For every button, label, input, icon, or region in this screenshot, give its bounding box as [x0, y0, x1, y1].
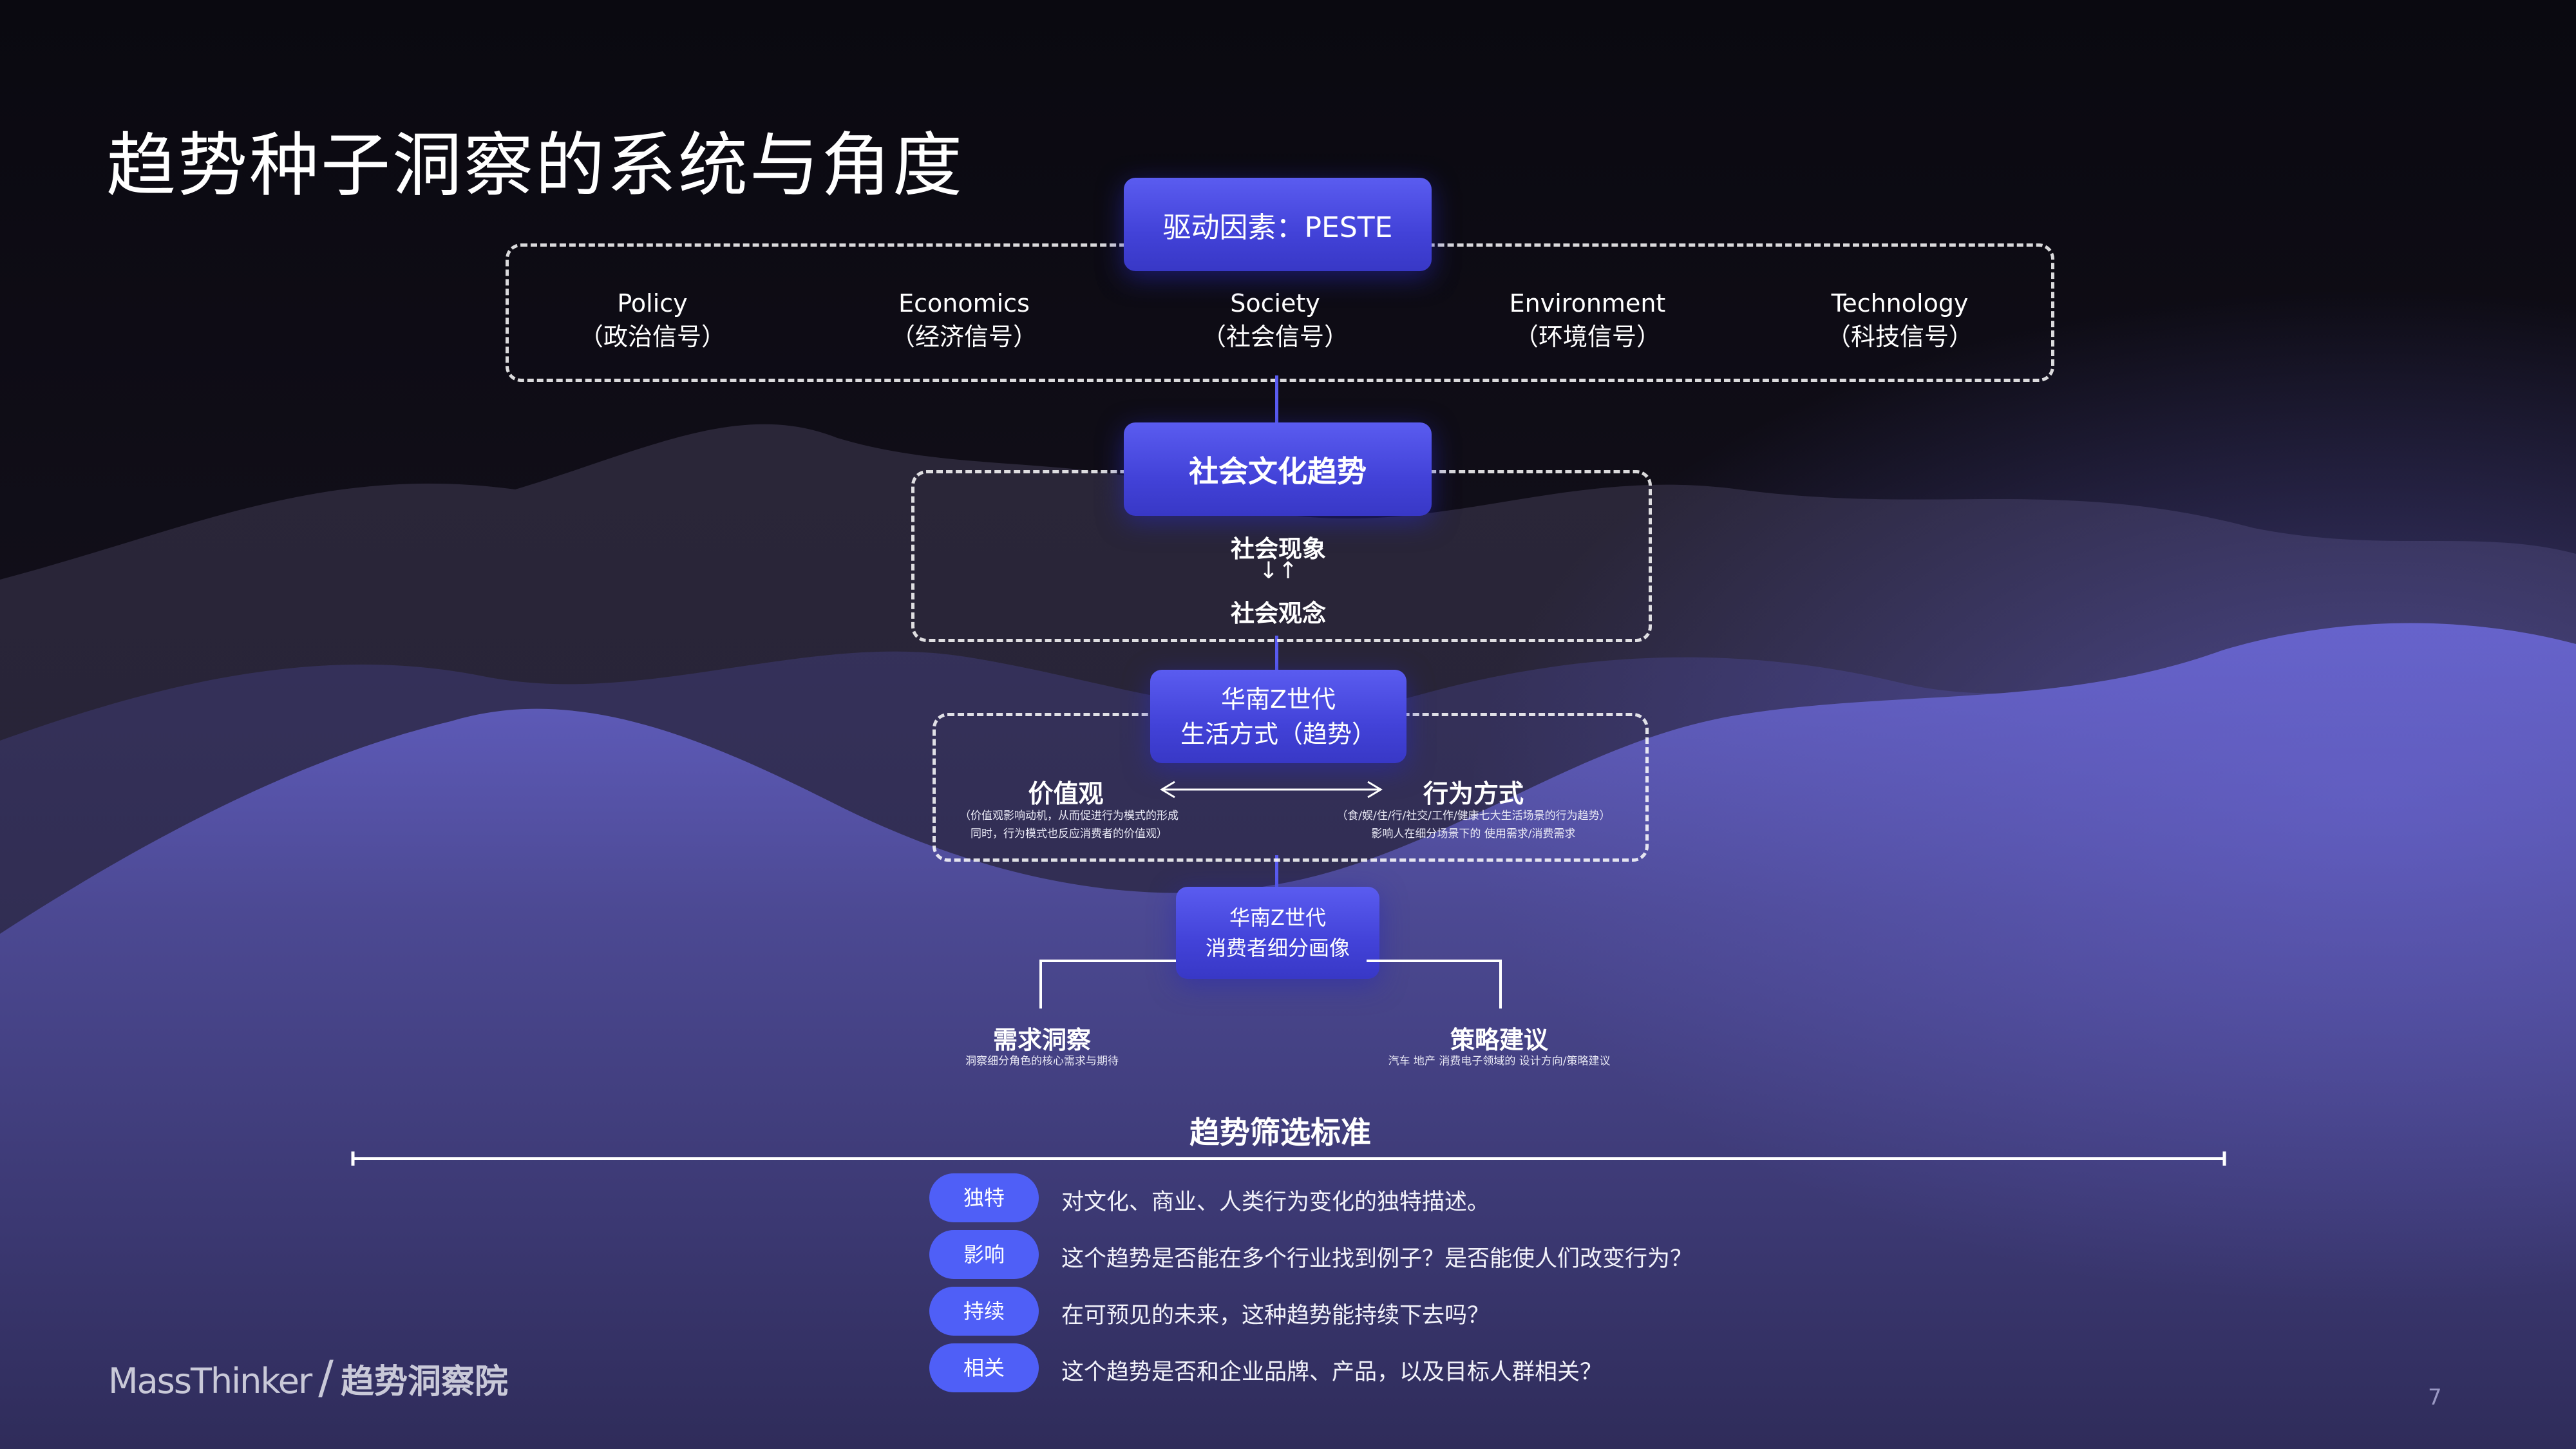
double-arrow-icon [1160, 781, 1383, 799]
criteria-tag-sustain: 持续 [929, 1287, 1039, 1336]
peste-item-society: Society （社会信号） [1140, 287, 1410, 354]
branch-connector [1039, 960, 1502, 1009]
values-desc-line: （价值观影响动机，从而促进行为模式的形成 [960, 810, 1179, 822]
peste-item-zh: （政治信号） [578, 323, 726, 351]
behavior-desc-line: （食/娱/住/行/社交/工作/健康七大生活场景的行为趋势） [1336, 810, 1611, 822]
lifestyle-header-line: 生活方式（趋势） [1180, 719, 1376, 748]
demand-insight-title: 需求洞察 [992, 1026, 1091, 1054]
page-title: 趋势种子洞察的系统与角度 [106, 126, 965, 206]
bidirectional-arrow-icon: ↓↑ [1258, 558, 1298, 584]
criteria-text: 在可预见的未来，这种趋势能持续下去吗？ [1061, 1303, 1490, 1329]
social-trend-header: 社会文化趋势 [1124, 422, 1432, 516]
peste-item-economics: Economics （经济信号） [829, 287, 1099, 354]
connector-line [1275, 855, 1278, 889]
connector-line [1275, 375, 1278, 424]
criteria-text: 对文化、商业、人类行为变化的独特描述。 [1061, 1189, 1490, 1215]
values-title: 价值观 [1028, 780, 1104, 809]
criteria-tag-unique: 独特 [929, 1173, 1039, 1222]
social-phenomenon: 社会现象 [1231, 535, 1326, 563]
values-desc: （价值观影响动机，从而促进行为模式的形成 同时，行为模式也反应消费者的价值观） [937, 807, 1201, 843]
peste-item-zh: （社会信号） [1201, 323, 1349, 351]
peste-item-zh: （经济信号） [890, 323, 1037, 351]
strategy-title: 策略建议 [1450, 1026, 1548, 1054]
brand-logo: MassThinker / 趋势洞察院 [108, 1351, 508, 1404]
criteria-tag-impact: 影响 [929, 1230, 1039, 1279]
portrait-header: 华南Z世代 消费者细分画像 [1176, 887, 1379, 979]
criteria-text: 这个趋势是否能在多个行业找到例子？是否能使人们改变行为？ [1061, 1246, 1693, 1272]
criteria-text: 这个趋势是否和企业品牌、产品，以及目标人群相关？ [1061, 1359, 1603, 1385]
peste-item-zh: （科技信号） [1826, 323, 1973, 351]
peste-item-policy: Policy （政治信号） [517, 287, 788, 354]
social-trend-header-label: 社会文化趋势 [1189, 453, 1367, 489]
peste-item-en: Society [1230, 289, 1320, 317]
behavior-desc-line: 影响人在细分场景下的 使用需求/消费需求 [1371, 828, 1576, 840]
values-desc-line: 同时，行为模式也反应消费者的价值观） [971, 828, 1168, 840]
social-concept: 社会观念 [1231, 600, 1326, 627]
criteria-divider [351, 1151, 2226, 1166]
portrait-header-line: 消费者细分画像 [1205, 935, 1350, 960]
peste-item-en: Policy [617, 289, 688, 317]
brand-slash: / [318, 1351, 334, 1404]
page-number: 7 [2428, 1385, 2442, 1410]
criteria-tag-relevant: 相关 [929, 1343, 1039, 1392]
peste-item-en: Environment [1509, 289, 1666, 317]
demand-insight-desc: 洞察细分角色的核心需求与期待 [965, 1055, 1119, 1068]
peste-header: 驱动因素：PESTE [1124, 178, 1432, 271]
lifestyle-header-line: 华南Z世代 [1220, 685, 1336, 714]
behavior-title: 行为方式 [1423, 780, 1524, 809]
peste-item-technology: Technology （科技信号） [1765, 287, 2035, 354]
brand-name-en: MassThinker [108, 1361, 312, 1401]
criteria-title: 趋势筛选标准 [1189, 1115, 1371, 1151]
peste-item-environment: Environment （环境信号） [1452, 287, 1723, 354]
lifestyle-header: 华南Z世代 生活方式（趋势） [1150, 670, 1406, 763]
peste-header-label: 驱动因素：PESTE [1162, 211, 1393, 244]
peste-item-en: Technology [1831, 289, 1969, 317]
peste-item-en: Economics [898, 289, 1030, 317]
peste-item-zh: （环境信号） [1513, 323, 1661, 351]
portrait-header-line: 华南Z世代 [1229, 905, 1326, 930]
behavior-desc: （食/娱/住/行/社交/工作/健康七大生活场景的行为趋势） 影响人在细分场景下的… [1314, 807, 1633, 843]
brand-name-zh: 趋势洞察院 [340, 1363, 508, 1401]
strategy-desc: 汽车 地产 消费电子领域的 设计方向/策略建议 [1388, 1055, 1611, 1068]
connector-line [1275, 636, 1278, 672]
